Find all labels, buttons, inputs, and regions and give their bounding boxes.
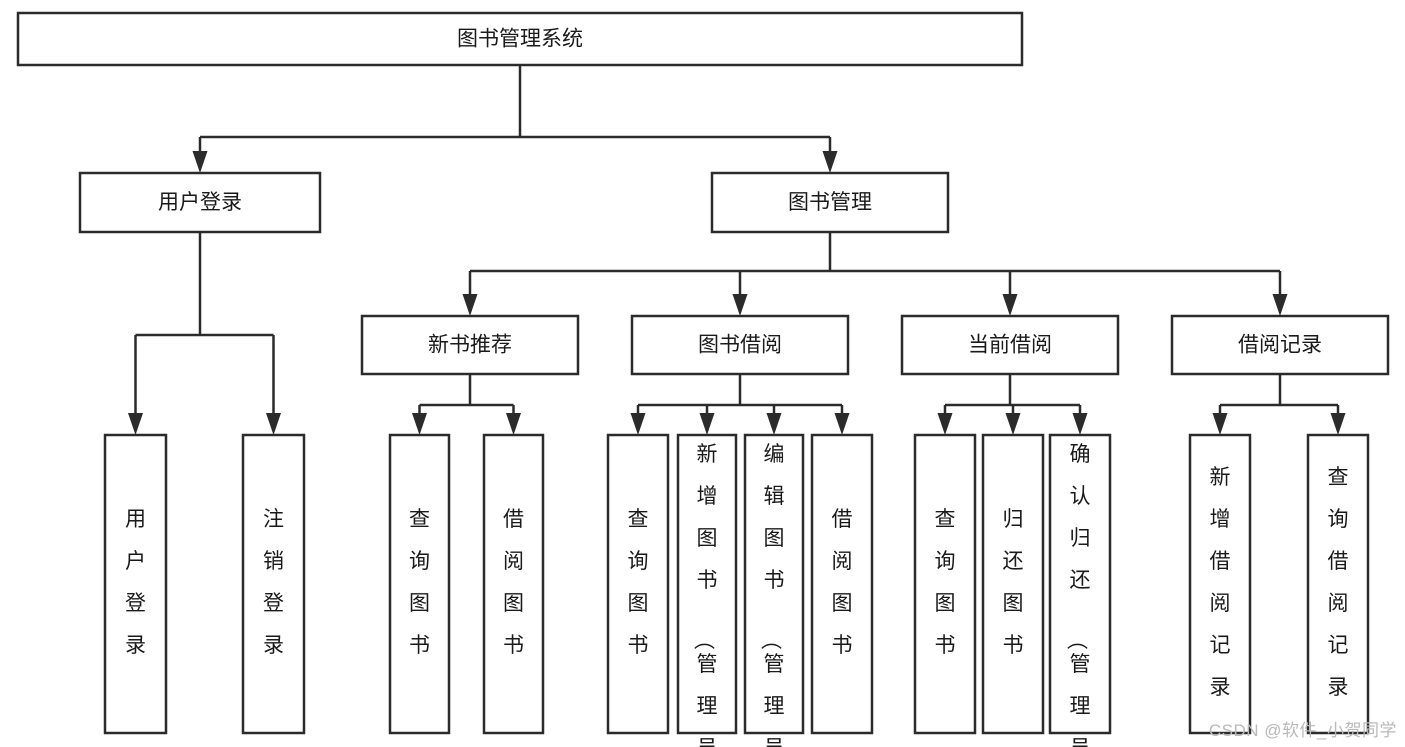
arrow-head-icon <box>732 294 748 316</box>
node-leaf-borrow-book-1[interactable]: 借阅图书 <box>482 433 545 735</box>
node-leaf-user-login[interactable]: 用户登录 <box>103 433 168 735</box>
node-leaf-return-book[interactable]: 归还图书 <box>981 433 1045 735</box>
arrow-head-icon <box>822 151 838 173</box>
node-box[interactable] <box>360 314 580 376</box>
node-label: 注销登录 <box>263 508 284 657</box>
arrow-head-icon <box>1272 294 1288 316</box>
node-leaf-query-book-3[interactable]: 查询图书 <box>913 433 977 735</box>
arrow-head-icon <box>1005 413 1021 435</box>
node-label: 图书管理系统 <box>457 28 583 51</box>
node-label: 查询图书 <box>935 508 956 657</box>
node-label: 查询图书 <box>409 508 430 657</box>
node-label: 查询图书 <box>628 508 649 657</box>
node-newbook[interactable]: 新书推荐 <box>360 314 580 376</box>
arrow-head-icon <box>412 413 427 435</box>
node-box[interactable] <box>1170 314 1390 376</box>
node-box[interactable] <box>388 433 451 735</box>
node-label: 图书借阅 <box>698 334 782 357</box>
node-box[interactable] <box>103 433 168 735</box>
arrow-head-icon <box>1212 413 1228 435</box>
node-bookmgmt[interactable]: 图书管理 <box>710 171 950 234</box>
node-label: 当前借阅 <box>968 334 1052 357</box>
node-current[interactable]: 当前借阅 <box>900 314 1120 376</box>
node-label: 编辑图书（管理员） <box>759 443 785 747</box>
node-label: 新增图书（管理员） <box>692 443 718 747</box>
node-box[interactable] <box>1048 433 1112 735</box>
node-box[interactable] <box>16 11 1024 67</box>
node-record[interactable]: 借阅记录 <box>1170 314 1390 376</box>
node-box[interactable] <box>241 433 306 735</box>
node-label: 用户登录 <box>125 508 146 657</box>
node-box[interactable] <box>810 433 874 735</box>
arrow-head-icon <box>506 413 521 435</box>
arrow-head-icon <box>937 413 953 435</box>
node-label: 查询借阅记录 <box>1328 466 1349 699</box>
nodes-layer: 图书管理系统用户登录图书管理新书推荐图书借阅当前借阅借阅记录用户登录注销登录查询… <box>16 11 1390 747</box>
node-leaf-query-book-2[interactable]: 查询图书 <box>606 433 670 735</box>
node-label: 新书推荐 <box>428 334 512 357</box>
arrow-head-icon <box>128 413 143 435</box>
node-box[interactable] <box>913 433 977 735</box>
arrow-head-icon <box>266 413 281 435</box>
arrow-head-icon <box>1072 413 1088 435</box>
node-box[interactable] <box>1188 433 1252 735</box>
node-label: 借阅图书 <box>832 508 853 657</box>
arrow-head-icon <box>630 413 646 435</box>
arrow-head-icon <box>462 294 478 316</box>
arrow-head-icon <box>1002 294 1018 316</box>
node-root[interactable]: 图书管理系统 <box>16 11 1024 67</box>
node-box[interactable] <box>630 314 850 376</box>
node-label: 借阅记录 <box>1238 334 1322 357</box>
arrow-head-icon <box>834 413 850 435</box>
node-label: 新增借阅记录 <box>1210 466 1231 699</box>
node-label: 图书管理 <box>788 191 872 214</box>
node-leaf-add-book[interactable]: 新增图书（管理员） <box>676 433 738 747</box>
node-box[interactable] <box>676 433 738 735</box>
node-box[interactable] <box>606 433 670 735</box>
node-box[interactable] <box>710 171 950 234</box>
edges-layer <box>128 65 1346 435</box>
node-box[interactable] <box>900 314 1120 376</box>
node-box[interactable] <box>482 433 545 735</box>
node-label: 用户登录 <box>158 191 242 214</box>
arrow-head-icon <box>766 413 782 435</box>
node-label: 借阅图书 <box>503 508 524 657</box>
arrow-head-icon <box>699 413 715 435</box>
node-leaf-confirm-return[interactable]: 确认归还（管理员） <box>1048 433 1112 747</box>
node-leaf-query-book-1[interactable]: 查询图书 <box>388 433 451 735</box>
node-leaf-add-record[interactable]: 新增借阅记录 <box>1188 433 1252 735</box>
node-login[interactable]: 用户登录 <box>78 171 322 234</box>
node-box[interactable] <box>981 433 1045 735</box>
node-leaf-query-record[interactable]: 查询借阅记录 <box>1306 433 1370 735</box>
node-leaf-edit-book[interactable]: 编辑图书（管理员） <box>743 433 805 747</box>
node-box[interactable] <box>78 171 322 234</box>
arrow-head-icon <box>192 151 208 173</box>
node-leaf-logout[interactable]: 注销登录 <box>241 433 306 735</box>
node-box[interactable] <box>743 433 805 735</box>
node-borrow[interactable]: 图书借阅 <box>630 314 850 376</box>
node-box[interactable] <box>1306 433 1370 735</box>
node-label: 归还图书 <box>1003 508 1024 657</box>
node-leaf-borrow-book-2[interactable]: 借阅图书 <box>810 433 874 735</box>
arrow-head-icon <box>1330 413 1346 435</box>
node-label: 确认归还（管理员） <box>1065 443 1091 747</box>
